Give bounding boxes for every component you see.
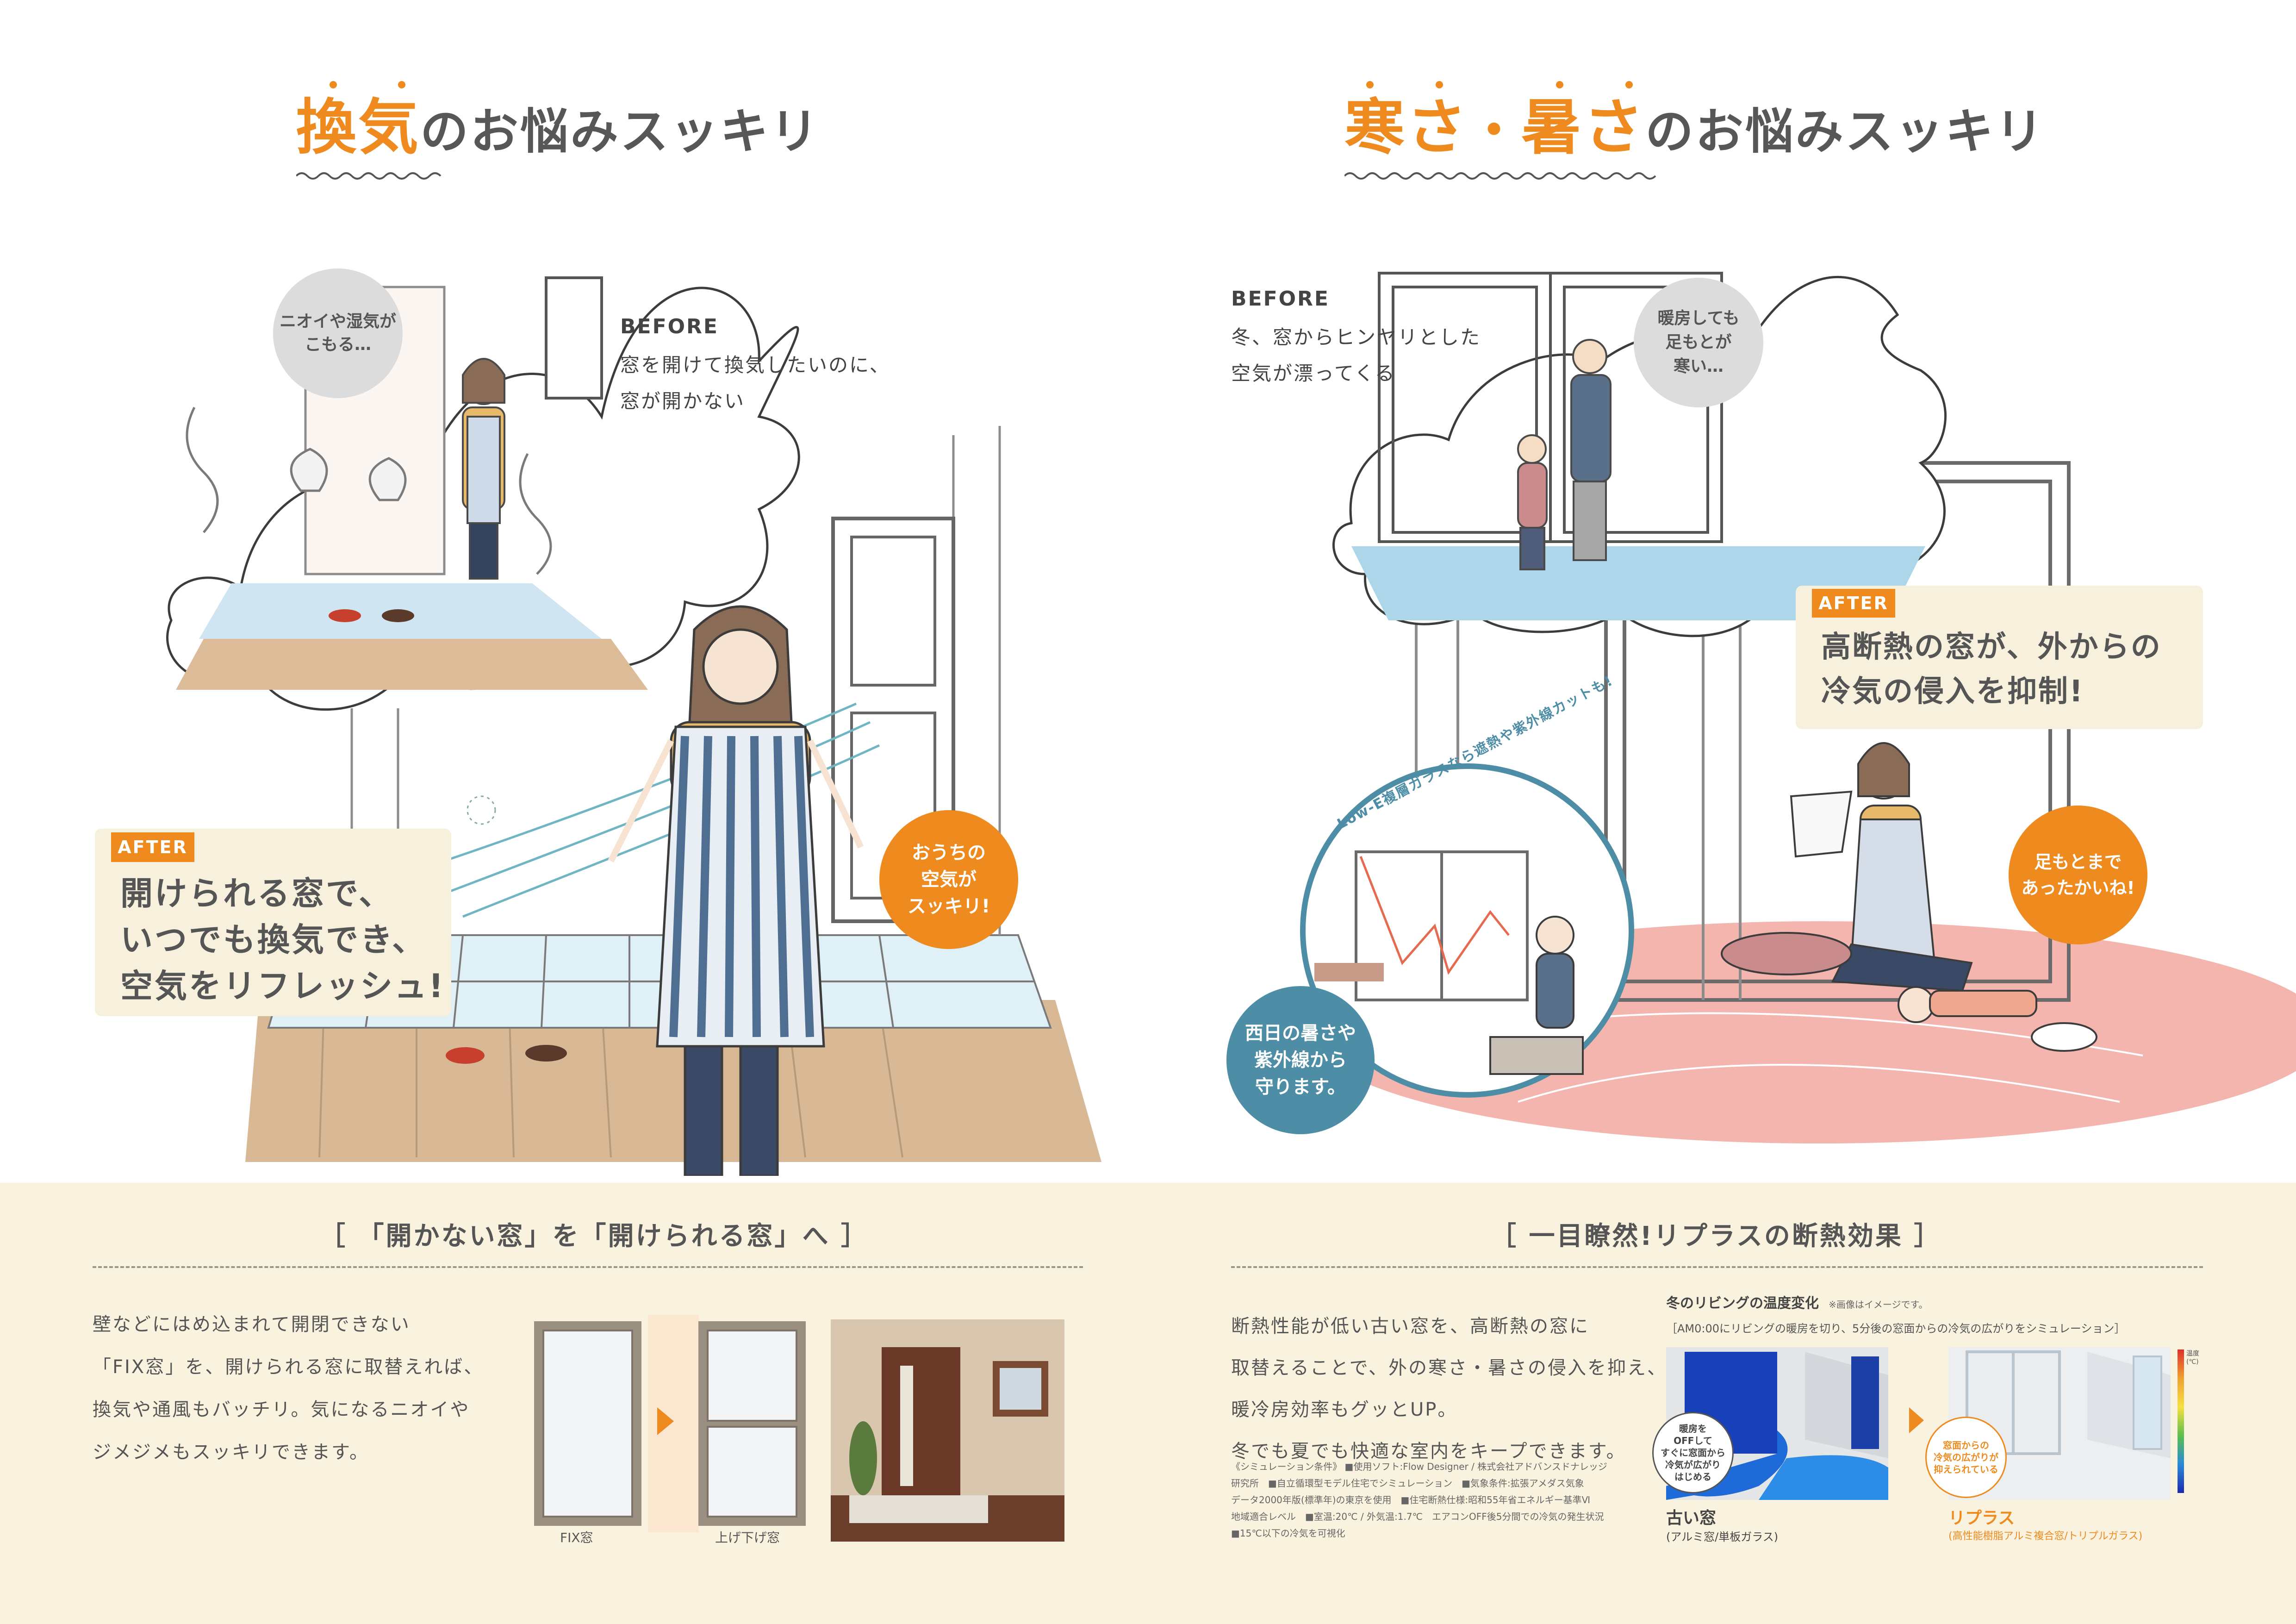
simulation-note-line: 地域適合レベル ■室温:20℃ / 外気温:1.7℃ エアコンOFF後5分間での…: [1231, 1511, 1604, 1522]
bottom-right-body-line: 取替えることで、外の寒さ・暑さの侵入を抑え、: [1231, 1357, 1667, 1379]
left-heading: 換気のお悩みスッキリ: [296, 79, 875, 171]
bottom-left-body-line: 換気や通風もバッチリ。気になるニオイや: [93, 1399, 470, 1420]
cold-bubble: 暖房しても 足もとが 寒い…: [1634, 278, 1763, 407]
bottom-right-body-line: 断熱性能が低い古い窓を、高断熱の窓に: [1231, 1316, 1589, 1337]
fresh-air-bubble: おうちの 空気が スッキリ!: [879, 810, 1018, 949]
right-heading-emphasis-dots: [1366, 81, 1633, 88]
old-window-bubble: 暖房を OFFして すぐに窓面から 冷気が広がり はじめる: [1652, 1412, 1734, 1493]
woman-before: [462, 358, 505, 580]
warm-feet-bubble: 足もとまで あったかいね!: [2009, 806, 2147, 944]
fresh-air-bubble-text: おうちの 空気が スッキリ!: [907, 842, 990, 917]
right-heading-wavy-underline: [1344, 172, 1656, 180]
right-heading-accent2: 暑さ: [1521, 92, 1646, 162]
sun-protection-bubble-text: 西日の暑さや 紫外線から 守ります。: [1245, 1023, 1356, 1098]
bottom-right-divider: [1231, 1266, 2203, 1268]
simulation-note-line: データ2000年版(標準年)の東京を使用 ■住宅断熱仕様:昭和55年省エネルギー…: [1231, 1494, 1591, 1505]
right-heading-rest: のお悩みスッキリ: [1645, 103, 2046, 160]
old-window-sublabel: (アルミ窓/単板ガラス): [1666, 1530, 1779, 1543]
bottom-left-body-line: 「FIX窓」を、開けられる窓に取替えれば、: [93, 1356, 484, 1378]
lowe-inset-circle: [1300, 763, 1634, 1098]
reform-window-bubble: 窓面からの 冷気の広がりが 抑えられている: [1925, 1417, 2007, 1498]
bottom-right-body-line: 暖冷房効率もグッとUP。: [1231, 1399, 1458, 1420]
odor-bubble-text: ニオイや湿気が こもる…: [279, 312, 396, 354]
simulation-note-line: 《シミュレーション条件》 ■使用ソフト:Flow Designer / 株式会社…: [1231, 1461, 1607, 1472]
mother-and-child: [1517, 339, 1612, 570]
old-window-label: 古い窓: [1666, 1509, 1717, 1528]
sim-title: 冬のリビングの温度変化: [1666, 1295, 1819, 1312]
bottom-left-body-line: ジメジメもスッキリできます。: [93, 1442, 369, 1463]
bottom-left-title: ［ 「開かない窓」を「開けられる窓」へ ］: [319, 1221, 869, 1251]
right-before-text: 冬、窓からヒンヤリとした 空気が漂ってくる: [1231, 326, 1481, 385]
reform-window-bubble-text: 窓面からの 冷気の広がりが 抑えられている: [1934, 1440, 1998, 1475]
left-heading-wavy-underline: [296, 172, 442, 180]
bottom-right-body-line: 冬でも夏でも快適な室内をキープできます。: [1231, 1441, 1626, 1462]
fix-window-label: FIX窓: [560, 1530, 593, 1545]
left-heading-emphasis-dots: [330, 81, 405, 88]
arrow-right-icon: [657, 1407, 674, 1435]
entrance-photo: [831, 1319, 1064, 1542]
odor-bubble: ニオイや湿気が こもる…: [273, 269, 403, 398]
right-before-label: BEFORE: [1231, 287, 1330, 311]
sim-note: ※画像はイメージです。: [1829, 1299, 1928, 1310]
simulation-note-line: ■15℃以下の冷気を可視化: [1231, 1528, 1345, 1539]
right-after-text: 高断熱の窓が、外からの 冷気の侵入を抑制!: [1821, 630, 2162, 709]
left-before-text: 窓を開けて換気したいのに、 窓が開かない: [620, 354, 890, 412]
bottom-right-body: 断熱性能が低い古い窓を、高断熱の窓に 取替えることで、外の寒さ・暑さの侵入を抑え…: [1231, 1305, 1671, 1472]
left-heading-accent: 換気: [296, 92, 421, 162]
temperature-scale-label: 温度 (℃): [2186, 1350, 2199, 1366]
sim-title-row: 冬のリビングの温度変化 ※画像はイメージです。: [1666, 1292, 1928, 1312]
sun-protection-bubble: 西日の暑さや 紫外線から 守ります。: [1226, 986, 1375, 1134]
right-heading-dot: ・: [1468, 101, 1522, 160]
fix-window-graphic: [534, 1321, 641, 1526]
bottom-left-body-line: 壁などにはめ込まれて開閉できない: [93, 1314, 411, 1335]
right-heading: 寒さ・暑さのお悩みスッキリ: [1344, 79, 2131, 171]
left-illustration: [166, 276, 1101, 1176]
bottom-band: [0, 1183, 2296, 1624]
double-hung-window-graphic: [698, 1321, 806, 1526]
left-after-text: 開けられる窓で、 いつでも換気でき、 空気をリフレッシュ!: [120, 874, 445, 1005]
simulation-note-line: 研究所 ■自立循環型モデル住宅でシミュレーション ■気象条件:拡張アメダス気象: [1231, 1478, 1584, 1489]
right-heading-accent1: 寒さ: [1344, 92, 1469, 162]
woman-after: [608, 605, 864, 1176]
double-hung-window-label: 上げ下げ窓: [715, 1530, 780, 1545]
double-hung-window: [831, 517, 955, 923]
cold-bubble-text: 暖房しても 足もとが 寒い…: [1657, 309, 1740, 376]
sim-subtitle: ［AM0:00にリビングの暖房を切り、5分後の窓面からの冷気の広がりをシミュレー…: [1666, 1322, 2126, 1335]
bottom-left-divider: [93, 1266, 1083, 1268]
family-warm: [1721, 742, 2097, 1052]
right-after-tag: AFTER: [1812, 589, 1895, 618]
old-window-bubble-text: 暖房を OFFして すぐに窓面から 冷気が広がり はじめる: [1661, 1423, 1725, 1482]
warm-feet-bubble-text: 足もとまで あったかいね!: [2021, 852, 2135, 898]
left-heading-rest: のお悩みスッキリ: [420, 103, 821, 160]
left-after-tag: AFTER: [111, 832, 194, 862]
simulation-notes: 《シミュレーション条件》 ■使用ソフト:Flow Designer / 株式会社…: [1231, 1458, 1648, 1542]
entrance-wood-floor: [245, 1000, 1101, 1162]
reform-window-label: リプラス: [1948, 1509, 2015, 1528]
arrow-right-icon: [1909, 1407, 1924, 1433]
left-before-label: BEFORE: [620, 315, 719, 338]
bottom-right-title: ［ 一目瞭然!リプラスの断熱効果 ］: [1490, 1221, 1942, 1251]
arrow-bg: [648, 1315, 699, 1532]
reform-window-sublabel: (高性能樹脂アルミ複合窓/トリプルガラス): [1948, 1530, 2143, 1542]
temperature-scale-bar: [2178, 1349, 2184, 1493]
bottom-left-body: 壁などにはめ込まれて開閉できない 「FIX窓」を、開けられる窓に取替えれば、 換…: [93, 1303, 555, 1474]
